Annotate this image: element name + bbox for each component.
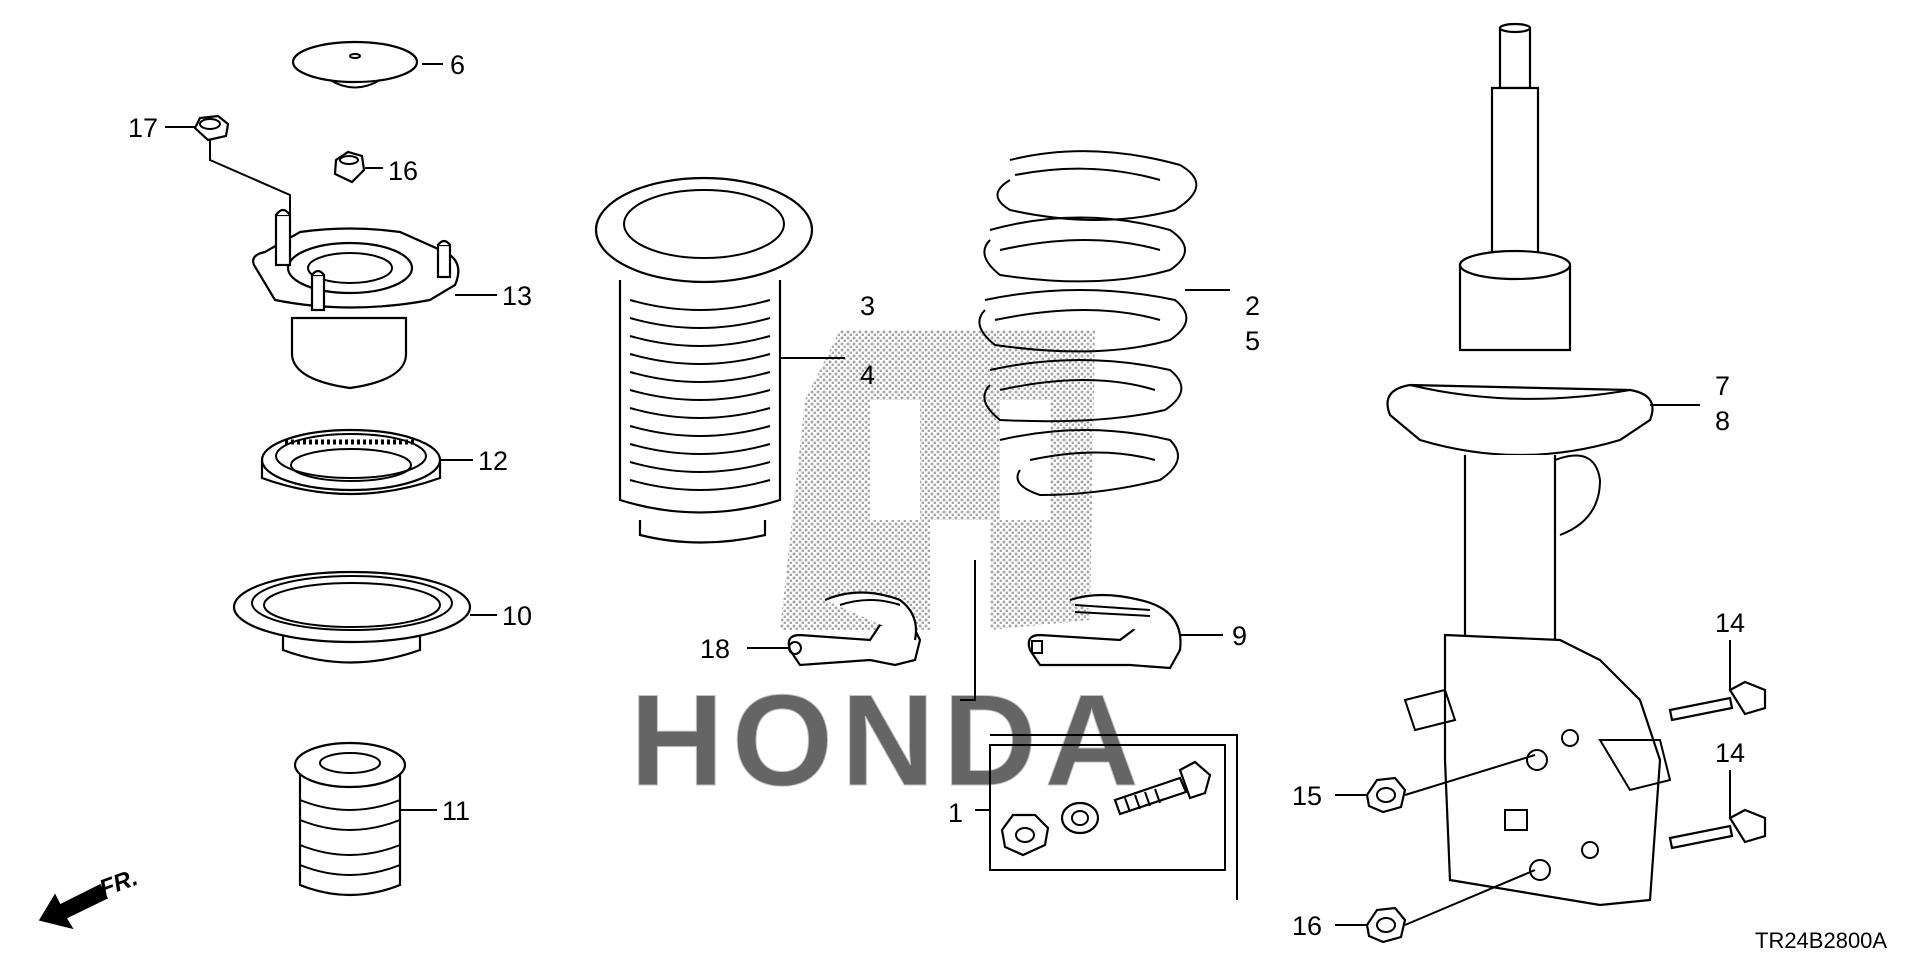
callout-6: 6: [450, 50, 465, 80]
part-14-flange-bolts[interactable]: [1668, 680, 1767, 850]
callout-12: 12: [478, 446, 508, 476]
callout-1: 1: [948, 798, 963, 828]
callout-15: 16: [388, 156, 418, 186]
honda-logo-watermark: HONDA: [630, 330, 1147, 814]
callout-16-bottom: 16: [1292, 911, 1322, 941]
part-18-spring-rubber[interactable]: [787, 591, 922, 667]
callout-labels: 6 17 16 13 12 10 11 3 4 2 5 7 8 18 9 1 1…: [128, 50, 1745, 941]
part-11-bump-stop[interactable]: [293, 741, 407, 897]
callout-17: 17: [128, 113, 158, 143]
front-direction-arrow-icon: FR.: [38, 864, 142, 930]
callout-7: 7: [1715, 371, 1730, 401]
callout-14-bottom: 14: [1715, 738, 1745, 768]
callout-5: 5: [1245, 326, 1260, 356]
callout-9: 9: [1232, 621, 1247, 651]
callout-4: 4: [860, 360, 875, 390]
callout-3: 3: [860, 291, 875, 321]
callout-11: 11: [442, 796, 470, 826]
part-16-flange-nuts[interactable]: [1365, 776, 1407, 944]
part-2-5-coil-spring[interactable]: [978, 150, 1198, 497]
part-10-spring-seat[interactable]: [232, 570, 472, 664]
part-6-strut-cap[interactable]: [291, 40, 419, 89]
part-1-bolt-kit[interactable]: [989, 734, 1238, 900]
part-12-strut-bearing[interactable]: [260, 428, 442, 496]
callout-13: 13: [502, 281, 532, 311]
part-3-4-dust-boot[interactable]: [594, 176, 814, 544]
callout-8: 8: [1715, 406, 1730, 436]
callout-16-top: 15: [1292, 781, 1322, 811]
callout-18: 18: [700, 634, 730, 664]
diagram-code: TR24B2800A: [1755, 928, 1887, 953]
callout-10: 10: [502, 601, 532, 631]
callout-2: 2: [1245, 291, 1260, 321]
part-15-flange-nut[interactable]: [333, 150, 366, 184]
leader-lines: [165, 63, 1731, 926]
part-7-8-strut-assembly[interactable]: [1386, 22, 1672, 907]
callout-14-top: 14: [1715, 608, 1745, 638]
part-17-flange-nut[interactable]: [193, 114, 230, 142]
part-9-spring-rubber[interactable]: [1027, 593, 1182, 670]
svg-text:HONDA: HONDA: [630, 667, 1147, 813]
part-13-strut-mount-base[interactable]: [252, 208, 460, 390]
front-direction-label: FR.: [96, 864, 142, 903]
